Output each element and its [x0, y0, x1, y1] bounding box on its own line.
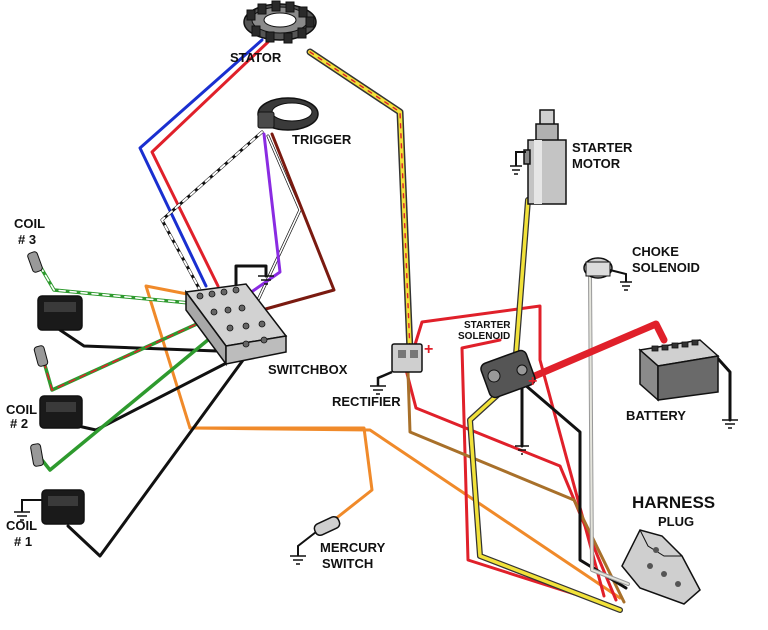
label-starter-solenoid-2: SOLENOID	[458, 331, 510, 342]
switchbox-ground-icon	[258, 275, 274, 285]
label-mercury: MERCURY	[320, 540, 386, 555]
label-coil3-number: # 3	[18, 232, 36, 247]
mercury-switch-component	[290, 515, 341, 565]
wire-trigger-brown	[260, 132, 336, 312]
trigger-component	[257, 97, 319, 131]
wire-coil2-green-stripe	[43, 317, 211, 391]
wire-coil3-green-stripe	[39, 265, 201, 305]
label-trigger: TRIGGER	[292, 132, 352, 147]
wire-stator-yellow-stripe	[309, 51, 411, 353]
wire-choke-gray-inner	[589, 275, 629, 585]
wire-coil1-green	[40, 328, 222, 472]
label-coil1-number: # 1	[14, 534, 32, 549]
wire-yellow-harness-inner	[468, 378, 622, 612]
label-plug: PLUG	[658, 514, 694, 529]
label-stator: STATOR	[230, 50, 282, 65]
switchbox-component	[184, 283, 288, 367]
label-starter-motor: STARTER	[572, 140, 633, 155]
label-coil2: COIL	[6, 402, 37, 417]
coil-1-component	[14, 443, 85, 525]
label-switchbox: SWITCHBOX	[268, 362, 348, 377]
wire-stator-red	[150, 40, 270, 288]
label-coil3: COIL	[14, 216, 45, 231]
label-coil2-number: # 2	[10, 416, 28, 431]
labels: STATOR TRIGGER COIL # 3 COIL # 2 COIL # …	[6, 50, 715, 571]
label-battery: BATTERY	[626, 408, 686, 423]
starter-motor-component	[510, 109, 567, 205]
wire-red-rectifier	[412, 304, 606, 598]
coil-2-component	[33, 345, 83, 429]
wire-stator-yellow	[306, 48, 414, 356]
starter-solenoid-component	[480, 349, 536, 455]
label-choke: CHOKE	[632, 244, 679, 259]
label-starter-solenoid: STARTER	[464, 320, 511, 331]
label-rectifier: RECTIFIER	[332, 394, 401, 409]
wire-red-rect-harness	[402, 360, 618, 602]
choke-solenoid-component	[583, 257, 632, 291]
wire-coil3-black	[58, 328, 246, 354]
rectifier-component	[370, 343, 423, 395]
label-mercury-2: SWITCH	[322, 556, 373, 571]
wire-stator-blue	[138, 38, 264, 288]
wire-tan	[406, 370, 626, 604]
wire-battery-positive	[526, 320, 668, 382]
label-harness: HARNESS	[632, 493, 715, 512]
wire-choke-gray	[588, 274, 630, 586]
label-plus-solenoid: +	[528, 373, 537, 390]
label-coil1: COIL	[6, 518, 37, 533]
wire-trigger-white2-inner	[257, 135, 301, 301]
label-plus-rectifier: +	[424, 341, 433, 358]
harness-plug-component	[621, 529, 701, 605]
wires	[38, 38, 732, 613]
wire-switchbox-ground	[234, 264, 268, 292]
wire-yellow-starter-inner	[512, 198, 530, 382]
wire-trigger-purple	[238, 132, 282, 302]
stator-component	[243, 0, 317, 44]
battery-component	[638, 339, 738, 429]
wire-coil1-black	[66, 354, 248, 558]
wire-trigger-white	[161, 131, 263, 291]
label-starter-motor-2: MOTOR	[572, 156, 621, 171]
coil-3-component	[27, 251, 83, 331]
wire-orange-harness	[188, 426, 622, 600]
label-choke-2: SOLENOID	[632, 260, 700, 275]
wire-stator-yellow-inner	[308, 50, 412, 354]
